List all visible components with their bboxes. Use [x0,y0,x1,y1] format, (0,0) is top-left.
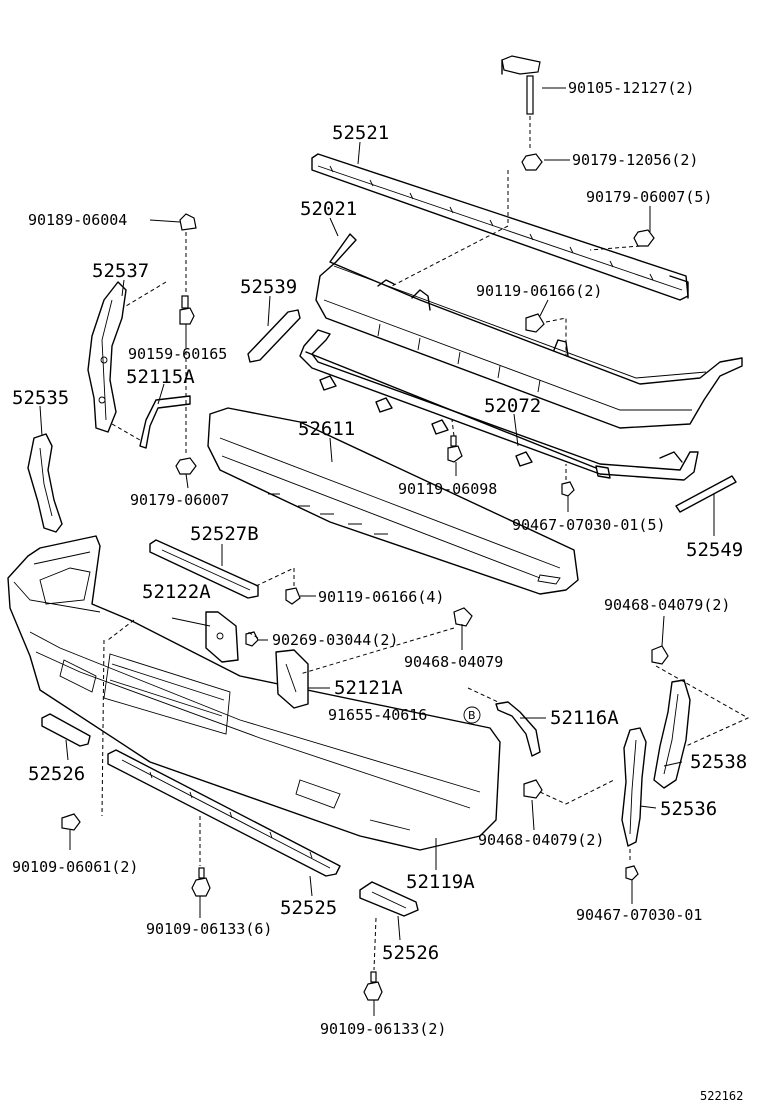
label-90105-12127: 90105-12127(2) [568,79,694,97]
label-52121A: 52121A [334,677,403,699]
label-52072: 52072 [484,395,541,417]
part-52122A-bracket [205,611,239,663]
hardware-bolt-90159 [179,295,195,325]
diagram-reference-number: 522162 [700,1089,743,1103]
label-90468-04079-2-right: 90468-04079(2) [604,596,730,614]
assembly-lines [101,116,750,971]
label-90179-12056: 90179-12056(2) [572,151,698,169]
label-90109-06133-6: 90109-06133(6) [146,920,272,938]
leader-lines [39,87,715,1016]
part-52119A-main-bumper [7,535,501,851]
label-90467-07030-01-5: 90467-07030-01(5) [512,516,666,534]
label-90159-60165: 90159-60165 [128,345,227,363]
part-52537-side-bracket [87,281,127,433]
label-90119-06098: 90119-06098 [398,480,497,498]
label-52549: 52549 [686,539,743,561]
hardware-nut-90179-12056 [521,153,543,171]
part-52549-filler [675,475,737,513]
label-52537: 52537 [92,260,149,282]
part-52526-pad-left [41,713,91,747]
hardware-bolt-90119-06098 [447,435,463,463]
label-52539: 52539 [240,276,297,298]
hardware-clip-90468-center [453,607,473,627]
hardware-screw-90467-5 [561,481,575,497]
part-52525-lower-reinforcement [107,749,341,877]
part-52115A-stay [139,395,191,449]
label-90468-04079: 90468-04079 [404,653,503,671]
label-90468-04079-2-lower: 90468-04079(2) [478,831,604,849]
hardware-clip-90189 [179,213,197,231]
part-52535-side-bracket [27,433,63,533]
label-52526-bottom: 52526 [382,942,439,964]
part-52116A-stay [495,701,541,757]
hardware-clip-90468-2-right [651,645,669,665]
hardware-screw-90467-right [625,865,639,881]
part-52526-pad-bottom [359,881,419,917]
hardware-bolt-90109-06133-2 [363,971,383,1001]
label-90119-06166-2: 90119-06166(2) [476,282,602,300]
label-52119A: 52119A [406,871,475,893]
label-52122A: 52122A [142,581,211,603]
hardware-nut-90179-06007-5 [633,229,655,247]
part-52611-bumper-cover [207,407,579,595]
label-52527B: 52527B [190,523,259,545]
circle-b-marker [463,706,481,724]
label-52115A: 52115A [126,366,195,388]
label-90109-06133-2: 90109-06133(2) [320,1020,446,1038]
label-52536: 52536 [660,798,717,820]
hardware-screw-90269 [245,631,259,647]
label-52611: 52611 [298,418,355,440]
hardware-bolt-90105 [501,55,541,115]
part-52121A-bracket [275,649,309,709]
part-52072-bracket-frame [299,329,699,481]
label-52521: 52521 [332,122,389,144]
label-90109-06061: 90109-06061(2) [12,858,138,876]
label-52526-left: 52526 [28,763,85,785]
circle-b-letter: B [468,709,476,722]
label-91655-40616: 91655-40616 [328,706,427,724]
part-52538-bracket [653,679,691,789]
label-52535: 52535 [12,387,69,409]
part-labels: 90105-12127(2) 90179-12056(2) 90179-0600… [12,79,747,1103]
hardware-bolt-90119-06166-4 [285,587,301,605]
label-90189-06004: 90189-06004 [28,211,127,229]
hardware-nut-90179-06007 [175,457,197,475]
label-52116A: 52116A [550,707,619,729]
hardware-clip-90468-2-lower [523,779,543,799]
part-52536-bracket [621,727,647,847]
label-90467-07030-01: 90467-07030-01 [576,906,702,924]
part-52539-filler [247,309,301,363]
part-52527B-retainer [149,539,259,599]
hardware-bolt-90119-06166-2 [525,313,545,333]
label-90179-06007-5: 90179-06007(5) [586,188,712,206]
part-52521-reinforcement [311,153,689,301]
label-52525: 52525 [280,897,337,919]
label-90119-06166-4: 90119-06166(4) [318,588,444,606]
label-52021: 52021 [300,198,357,220]
hardware-bolt-90109-06061 [61,813,81,831]
label-52538: 52538 [690,751,747,773]
label-90269-03044: 90269-03044(2) [272,631,398,649]
part-52021-bumper-frame [315,233,743,429]
hardware-bolt-90109-06133-6 [191,867,211,897]
label-90179-06007: 90179-06007 [130,491,229,509]
